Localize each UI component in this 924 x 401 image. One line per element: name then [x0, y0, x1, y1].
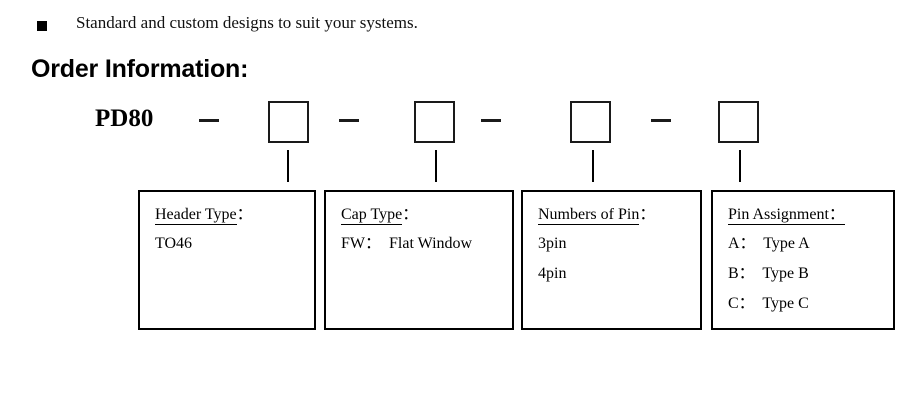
legend-box-numbers-of-pin: Numbers of Pin： 3pin 4pin [521, 190, 702, 330]
separator-dash-4 [651, 119, 671, 122]
legend-line-item: A： Type A [728, 235, 810, 252]
square-bullet-icon [37, 21, 47, 31]
feature-bullet-text: Standard and custom designs to suit your… [76, 13, 418, 32]
legend-heading-colon: ： [402, 206, 419, 223]
legend-line-item: FW： Flat Window [341, 235, 473, 252]
page-title: Order Information: [31, 55, 249, 83]
legend-line-item: 4pin [538, 265, 567, 282]
code-slot-numbers-of-pin[interactable] [570, 101, 611, 143]
code-slot-pin-assignment[interactable] [718, 101, 759, 143]
legend-line-item: C： Type C [728, 295, 809, 312]
legend-heading-underlined-text: Pin Assignment： [728, 206, 845, 225]
connector-line-2 [435, 150, 437, 182]
connector-line-3 [592, 150, 594, 182]
legend-heading-colon: ： [236, 206, 253, 223]
legend-line-item: TO46 [155, 235, 193, 252]
connector-line-1 [287, 150, 289, 182]
part-prefix-label: PD80 [95, 105, 154, 132]
legend-heading-underlined-text: Cap Type [341, 206, 403, 225]
separator-dash-1 [199, 119, 219, 122]
legend-box-pin-assignment: Pin Assignment： A： Type A B： Type B C： T… [711, 190, 895, 330]
connector-line-4 [739, 150, 741, 182]
legend-heading-cap-type: Cap Type： [341, 200, 418, 229]
legend-heading-header-type: Header Type： [155, 200, 253, 229]
separator-dash-3 [481, 119, 501, 122]
legend-heading-pin-assignment: Pin Assignment： [728, 200, 845, 229]
legend-line-item: B： Type B [728, 265, 809, 282]
feature-bullet-row: Standard and custom designs to suit your… [0, 8, 924, 34]
legend-heading-underlined-text: Numbers of Pin [538, 206, 640, 225]
legend-box-header-type: Header Type： TO46 [138, 190, 316, 330]
legend-heading-numbers-of-pin: Numbers of Pin： [538, 200, 655, 229]
legend-heading-colon: ： [639, 206, 656, 223]
code-slot-cap-type[interactable] [414, 101, 455, 143]
legend-box-cap-type: Cap Type： FW： Flat Window [324, 190, 514, 330]
legend-line-item: 3pin [538, 235, 567, 252]
separator-dash-2 [339, 119, 359, 122]
legend-heading-underlined-text: Header Type [155, 206, 237, 225]
code-slot-header-type[interactable] [268, 101, 309, 143]
